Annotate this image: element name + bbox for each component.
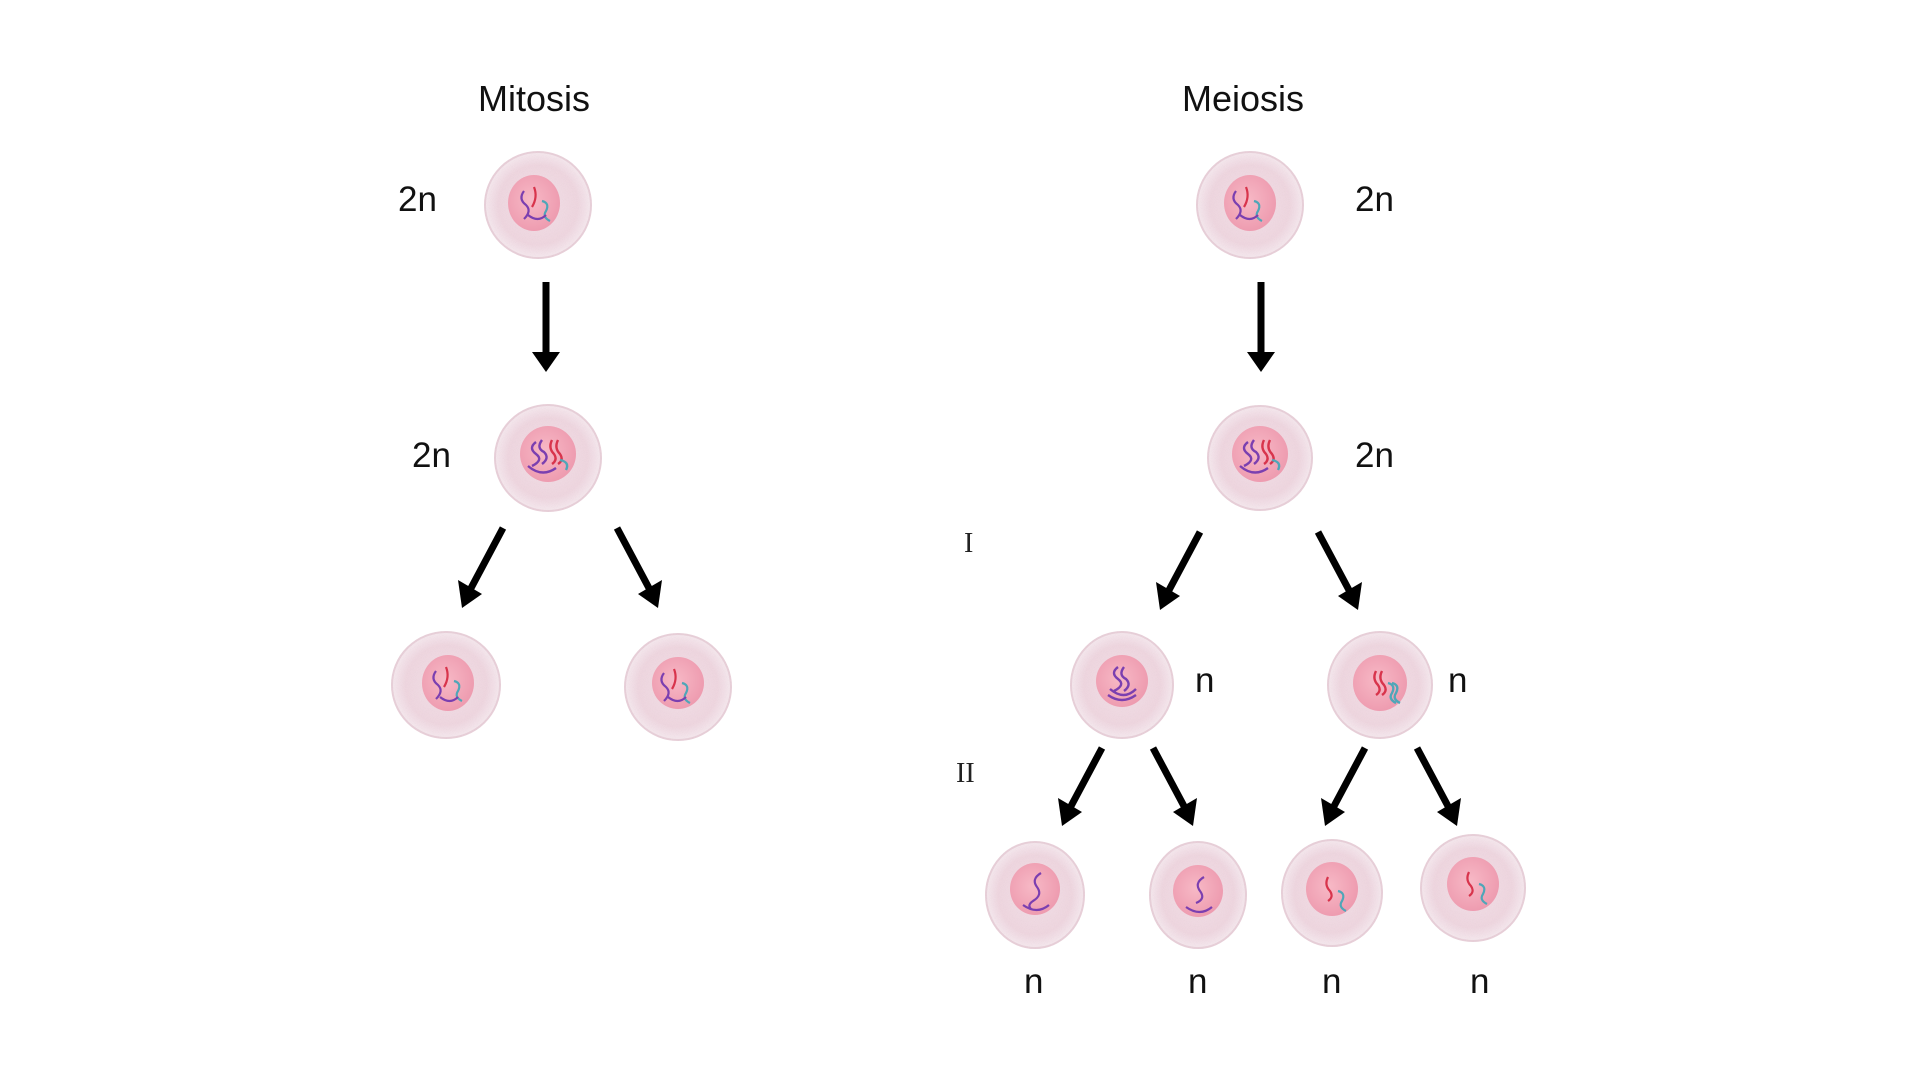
- mitosis-daughter-cell-2: [624, 633, 732, 741]
- meiosis-two-ploidy-2: n: [1188, 962, 1208, 1001]
- meiosis-two-ploidy-3: n: [1322, 962, 1342, 1001]
- mitosis-parent-ploidy: 2n: [398, 180, 437, 219]
- meiosis-two-cell-1: [985, 841, 1085, 949]
- meiosis-two-cell-4: [1420, 834, 1526, 942]
- meiosis-replicated-ploidy: 2n: [1355, 436, 1394, 475]
- mitosis-title: Mitosis: [478, 78, 591, 119]
- meiosis-two-arrow-4: [1413, 746, 1461, 826]
- mitosis-parent-cell: [484, 151, 592, 259]
- meiosis-parent-ploidy: 2n: [1355, 180, 1394, 219]
- meiosis-title: Meiosis: [1182, 78, 1305, 119]
- meiosis-two-arrow-2: [1149, 746, 1197, 826]
- meiosis-one-cell-2: [1327, 631, 1433, 739]
- meiosis-stage-one-label: I: [964, 528, 974, 559]
- meiosis-two-ploidy-4: n: [1470, 962, 1490, 1001]
- meiosis-two-cell-2: [1149, 841, 1247, 949]
- meiosis-two-cell-3: [1281, 839, 1383, 947]
- meiosis-one-ploidy-2: n: [1448, 661, 1468, 700]
- meiosis-one-cell-1: [1070, 631, 1174, 739]
- mitosis-arrow-down: [532, 282, 560, 372]
- mitosis-replicated-cell: [494, 404, 602, 512]
- mitosis-replicated-ploidy: 2n: [412, 436, 451, 475]
- meiosis-one-ploidy-1: n: [1195, 661, 1215, 700]
- meiosis-stage-two-label: II: [956, 758, 975, 789]
- meiosis-two-ploidy-1: n: [1024, 962, 1044, 1001]
- meiosis-parent-cell: [1196, 151, 1304, 259]
- mitosis-arrow-left: [458, 526, 507, 608]
- meiosis-arrow-down: [1247, 282, 1275, 372]
- meiosis-replicated-cell: [1207, 405, 1313, 511]
- mitosis-daughter-cell-1: [391, 631, 501, 739]
- meiosis-two-arrow-3: [1321, 746, 1369, 826]
- meiosis-one-arrow-left: [1156, 530, 1204, 610]
- meiosis-two-arrow-1: [1058, 746, 1106, 826]
- mitosis-arrow-right: [613, 526, 662, 608]
- meiosis-one-arrow-right: [1314, 530, 1362, 610]
